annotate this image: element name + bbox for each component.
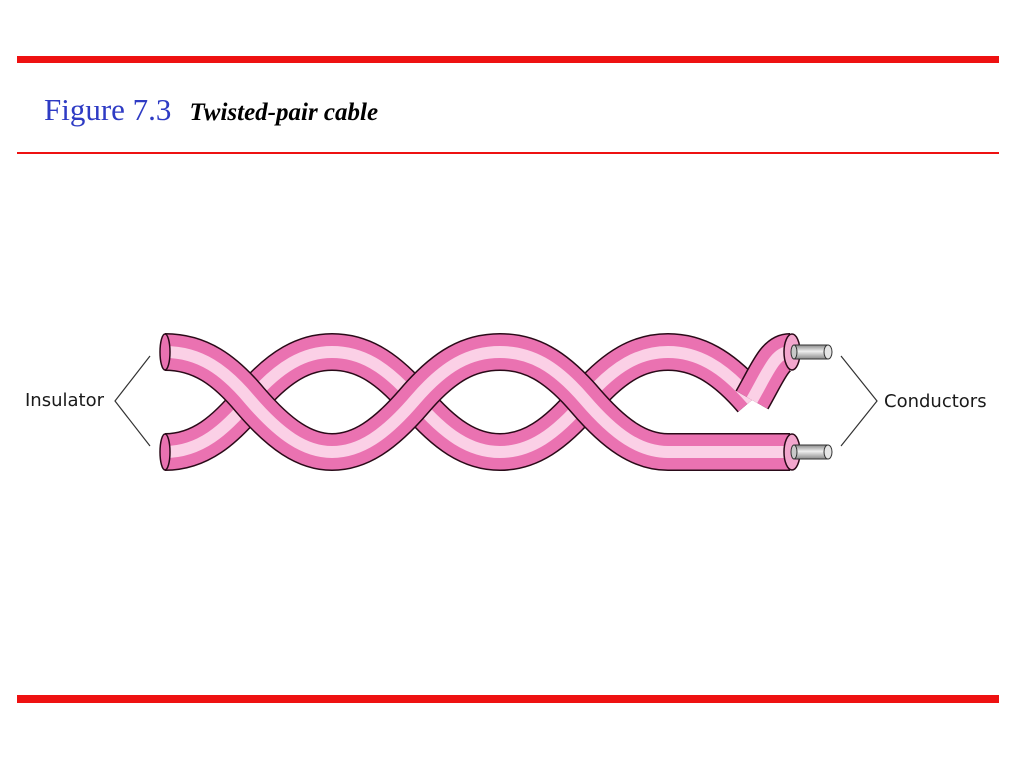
insulator-strand-a [164, 332, 790, 472]
insulator-bracket [114, 355, 151, 447]
insulator-left-end-bottom [159, 433, 171, 471]
figure-caption: Figure 7.3 Twisted-pair cable [44, 92, 378, 128]
insulator-left-end-top [159, 333, 171, 371]
conductor-bottom [783, 433, 833, 471]
figure-number: Figure 7.3 [44, 92, 172, 127]
twisted-pair-diagram [114, 332, 878, 472]
conductors-bracket [840, 355, 878, 447]
figure-title: Twisted-pair cable [189, 99, 379, 126]
insulator-label: Insulator [25, 390, 105, 411]
bottom-rule [17, 695, 999, 703]
conductors-label: Conductors [884, 391, 987, 412]
header-divider [17, 152, 999, 154]
conductor-top [783, 333, 833, 371]
top-rule [17, 56, 999, 63]
